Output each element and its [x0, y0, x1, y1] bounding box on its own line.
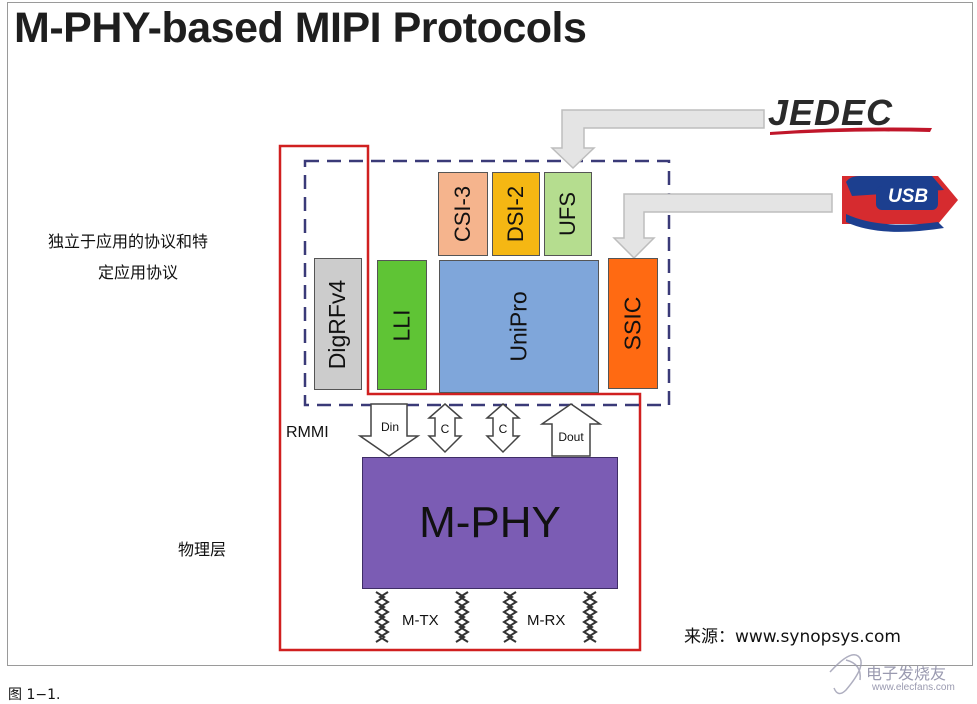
- din-label: Din: [380, 420, 399, 434]
- spring-links: [374, 591, 598, 643]
- red-outline: [278, 144, 642, 652]
- watermark-graphic: [829, 654, 862, 695]
- ssic-label: SSIC: [619, 296, 646, 351]
- figure-caption: 图 1−1.: [8, 687, 61, 703]
- c2-arrow: [485, 403, 521, 454]
- lli-block: LLI: [377, 260, 427, 390]
- c1-arrow: [427, 403, 463, 454]
- ssic-block: SSIC: [608, 258, 658, 389]
- rmmi-label: RMMI: [286, 424, 329, 441]
- ufs-label: UFS: [555, 192, 580, 236]
- usb-arrow: [612, 193, 833, 260]
- unipro-label: UniPro: [505, 291, 532, 362]
- lli-label: LLI: [388, 309, 415, 341]
- usb-logo: USB: [887, 186, 929, 207]
- ufs-block: UFS: [544, 172, 592, 256]
- mphy-block: M-PHY: [362, 457, 618, 589]
- annotation-line-2: 定应用协议: [98, 263, 179, 282]
- usb-logo-graphic: [840, 168, 962, 236]
- watermark-url: www.elecfans.com: [872, 682, 955, 693]
- c2-label: C: [498, 422, 508, 436]
- mphy-label: M-PHY: [419, 498, 561, 547]
- jedec-arrow: [550, 109, 765, 170]
- dashed-outline: [303, 159, 671, 407]
- mtx-label: M-TX: [402, 612, 439, 629]
- source-label: 来源：www.synopsys.com: [684, 627, 901, 647]
- annotation-line-1: 独立于应用的协议和特: [48, 232, 209, 251]
- dout-label: Dout: [558, 430, 584, 444]
- mrx-label: M-RX: [527, 612, 566, 629]
- protocol-layer-annotation: 独立于应用的协议和特 定应用协议: [48, 226, 248, 288]
- c1-label: C: [440, 422, 450, 436]
- dsi2-block: DSI-2: [492, 172, 540, 256]
- unipro-block: UniPro: [439, 260, 599, 393]
- csi3-label: CSI-3: [450, 185, 475, 243]
- jedec-logo: JEDEC: [768, 92, 894, 133]
- jedec-swoosh: [770, 127, 932, 135]
- digrf-label: DigRFv4: [324, 279, 351, 369]
- csi3-block: CSI-3: [438, 172, 488, 256]
- dsi2-label: DSI-2: [503, 185, 528, 243]
- dout-arrow: [539, 403, 603, 457]
- usb-superspeed-text: SUPERSPEED: [848, 169, 901, 176]
- physical-layer-annotation: 物理层: [178, 540, 227, 559]
- page-title: M-PHY-based MIPI Protocols: [14, 4, 587, 52]
- din-arrow: [357, 403, 421, 457]
- watermark-cn: 电子发烧友: [866, 664, 947, 683]
- digrf-block: DigRFv4: [314, 258, 362, 390]
